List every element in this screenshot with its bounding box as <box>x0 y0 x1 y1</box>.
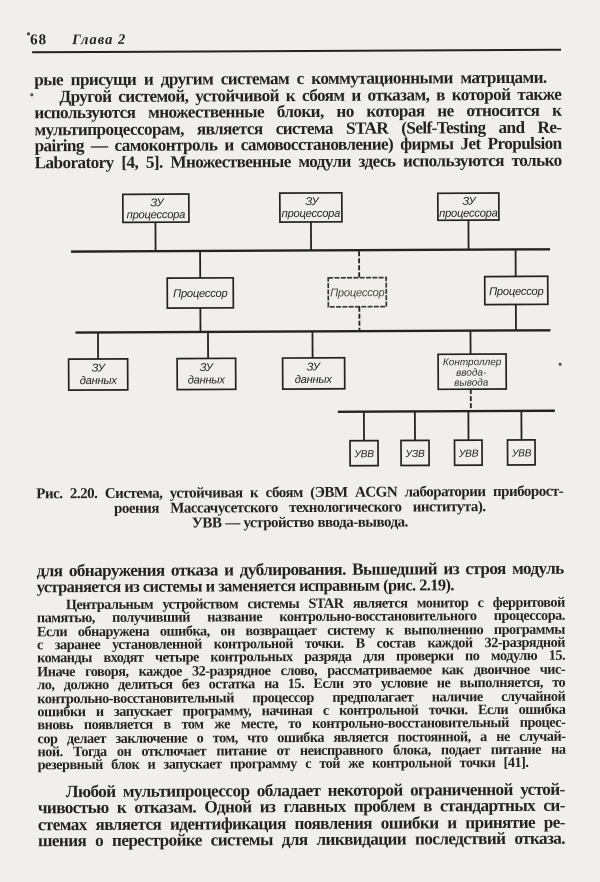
svg-text:Процессор: Процессор <box>489 286 544 298</box>
svg-text:УЗВ: УЗВ <box>405 449 426 460</box>
svg-text:ЗУ: ЗУ <box>462 196 477 208</box>
svg-text:Контроллер: Контроллер <box>443 357 502 368</box>
svg-text:данных: данных <box>80 375 118 387</box>
svg-text:ЗУ: ЗУ <box>150 197 165 209</box>
svg-text:процессора: процессора <box>439 208 498 220</box>
svg-text:данных: данных <box>295 374 333 386</box>
svg-text:вывода: вывода <box>454 378 489 389</box>
svg-text:процессора: процессора <box>127 209 186 221</box>
svg-text:Процессор: Процессор <box>173 288 228 300</box>
svg-text:ЗУ: ЗУ <box>92 362 107 374</box>
svg-text:процессора: процессора <box>282 208 341 220</box>
svg-text:УВВ: УВВ <box>353 449 374 460</box>
svg-text:УВВ: УВВ <box>458 449 479 460</box>
svg-text:ЗУ: ЗУ <box>305 196 320 208</box>
svg-text:ЗУ: ЗУ <box>307 361 322 373</box>
svg-text:УВВ: УВВ <box>511 448 532 459</box>
svg-text:Процессор: Процессор <box>330 287 385 299</box>
svg-text:данных: данных <box>188 374 226 386</box>
svg-text:ЗУ: ЗУ <box>200 362 215 374</box>
